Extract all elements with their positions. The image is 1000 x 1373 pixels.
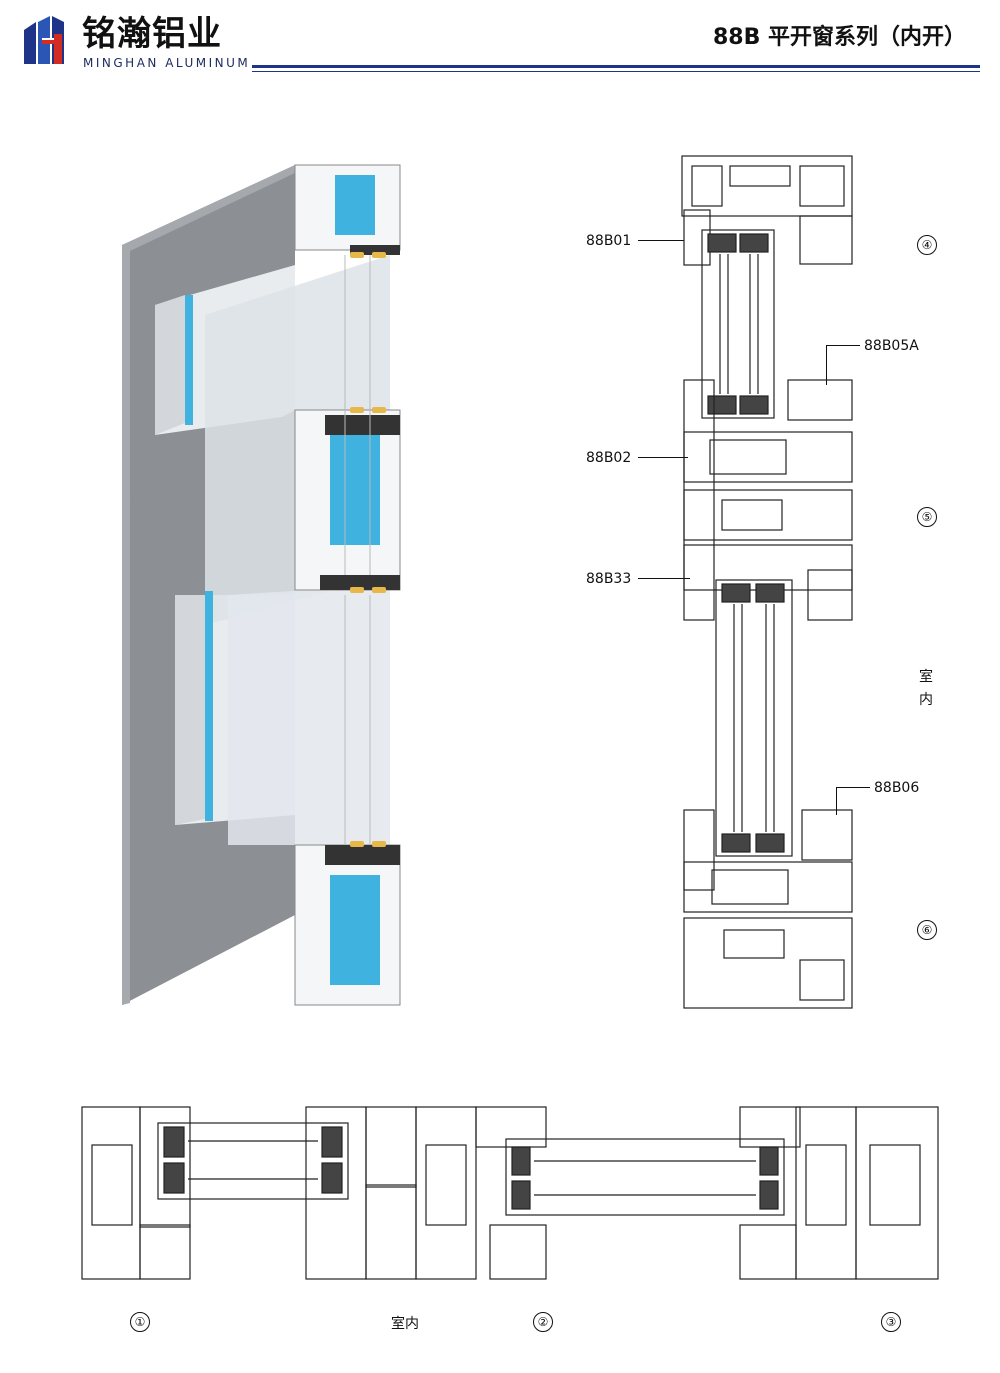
brand-logo-icon: [24, 16, 64, 64]
window-cutaway-render: [122, 164, 401, 1006]
page-title: 88B 平开窗系列（内开）: [712, 25, 966, 50]
indoor-label-char-2: 内: [919, 692, 933, 708]
page-header: 铭瀚铝业 MINGHAN ALUMINUM 88B 平开窗系列（内开）: [0, 0, 1000, 80]
indoor-label: 室内: [391, 1316, 419, 1332]
vertical-section-drawing: [681, 155, 853, 1009]
callout-88b02: 88B02: [586, 450, 632, 466]
horizontal-section-drawing: [81, 1106, 939, 1280]
callout-88b33: 88B33: [586, 571, 632, 587]
position-mark-3: ③: [881, 1312, 901, 1332]
callout-88b06: 88B06: [874, 780, 920, 796]
position-mark-2: ②: [533, 1312, 553, 1332]
position-mark-6: ⑥: [917, 920, 937, 940]
leader-line: [826, 345, 827, 385]
leader-line: [638, 240, 684, 241]
leader-line: [836, 787, 837, 815]
position-mark-4: ④: [917, 235, 937, 255]
brand-name-en: MINGHAN ALUMINUM: [83, 56, 251, 70]
header-divider-thin: [252, 71, 980, 72]
indoor-label-char-1: 室: [919, 669, 933, 685]
leader-line: [826, 345, 860, 346]
header-divider: [252, 65, 980, 68]
brand-name-cn: 铭瀚铝业: [82, 14, 222, 54]
leader-line: [638, 578, 690, 579]
leader-line: [638, 457, 688, 458]
callout-88b01: 88B01: [586, 233, 632, 249]
position-mark-1: ①: [130, 1312, 150, 1332]
position-mark-5: ⑤: [917, 507, 937, 527]
callout-88b05a: 88B05A: [864, 338, 919, 354]
leader-line: [836, 787, 870, 788]
